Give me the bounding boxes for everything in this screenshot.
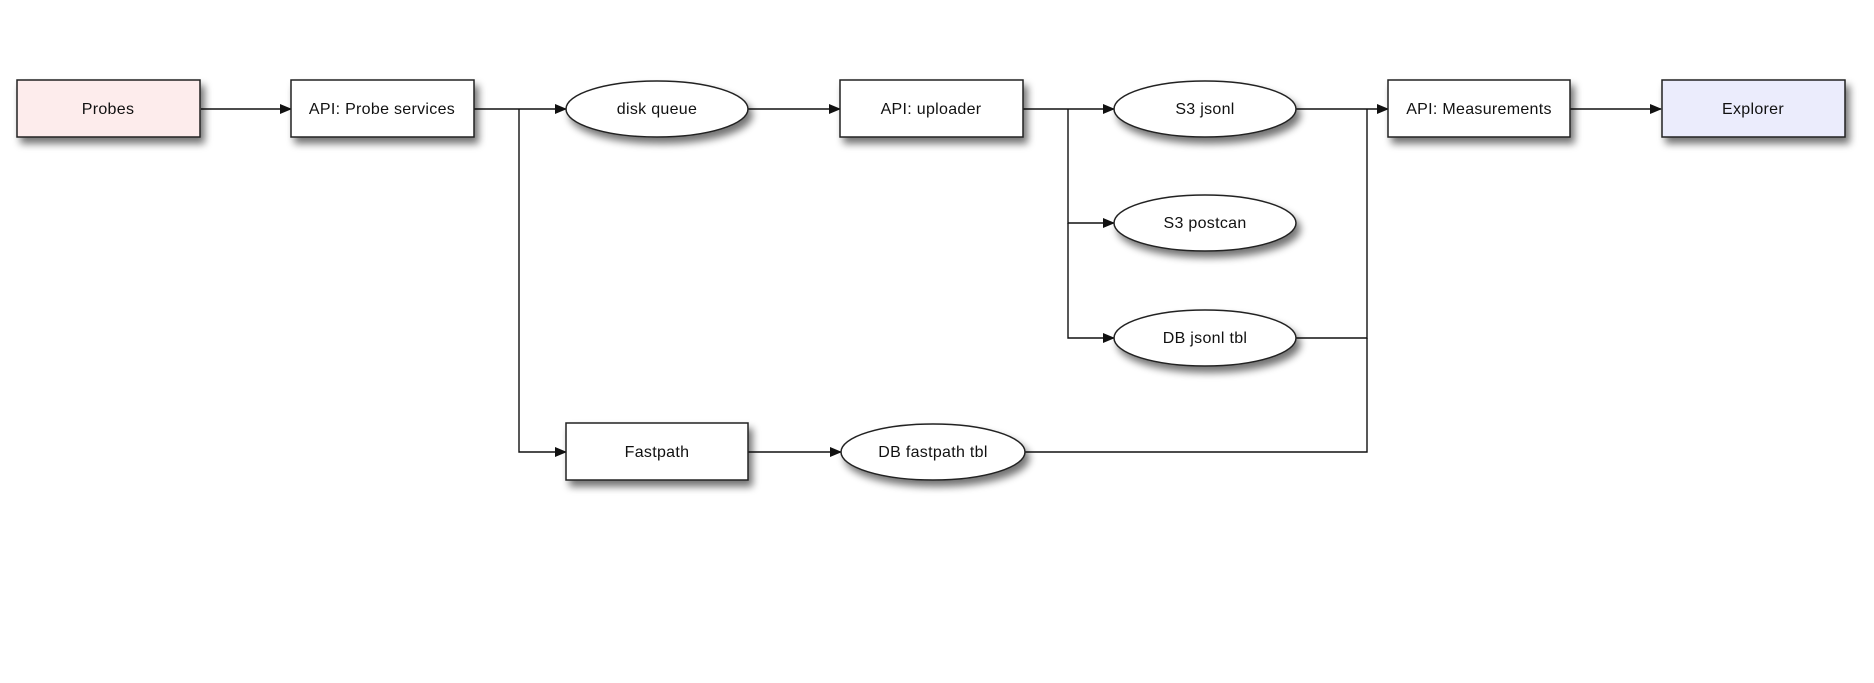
node-api-probe-services-label: API: Probe services	[309, 101, 455, 118]
node-s3-jsonl: S3 jsonl	[1113, 80, 1297, 138]
node-probes: Probes	[16, 79, 201, 138]
node-api-measurements: API: Measurements	[1387, 79, 1571, 138]
node-api-probe-services: API: Probe services	[290, 79, 475, 138]
node-s3-postcan: S3 postcan	[1113, 194, 1297, 252]
node-fastpath-box	[565, 422, 749, 481]
node-explorer-box	[1661, 79, 1846, 138]
node-s3-jsonl-label: S3 jsonl	[1175, 101, 1234, 118]
node-db-jsonl-tbl-label: DB jsonl tbl	[1163, 330, 1248, 347]
node-disk-queue-ellipse	[565, 80, 749, 138]
node-disk-queue: disk queue	[565, 80, 749, 138]
edge-api-uploader-to-db-jsonl-tbl	[1067, 223, 1115, 343]
node-db-fastpath-tbl: DB fastpath tbl	[840, 423, 1026, 481]
node-fastpath: Fastpath	[565, 422, 749, 481]
node-db-jsonl-tbl-ellipse	[1113, 309, 1297, 367]
node-db-fastpath-tbl-ellipse	[840, 423, 1026, 481]
node-explorer-label: Explorer	[1722, 101, 1784, 118]
edge-db-jsonl-tbl-to-api-measurements	[1296, 109, 1368, 339]
edge-db-fastpath-tbl-to-api-measurements	[1025, 338, 1368, 453]
node-fastpath-label: Fastpath	[625, 444, 690, 461]
node-api-measurements-box	[1387, 79, 1571, 138]
node-api-uploader: API: uploader	[839, 79, 1024, 138]
node-s3-postcan-label: S3 postcan	[1163, 215, 1246, 232]
edges	[201, 104, 1662, 457]
edge-api-probe-services-to-fastpath	[518, 109, 567, 457]
edge-api-uploader-to-s3-postcan	[1067, 109, 1115, 228]
node-s3-postcan-ellipse	[1113, 194, 1297, 252]
node-probes-label: Probes	[82, 101, 135, 118]
node-api-uploader-box	[839, 79, 1024, 138]
nodes: Probes API: Probe services disk queue AP…	[16, 79, 1846, 481]
node-s3-jsonl-ellipse	[1113, 80, 1297, 138]
node-api-uploader-label: API: uploader	[881, 101, 982, 118]
node-api-probe-services-box	[290, 79, 475, 138]
node-api-measurements-label: API: Measurements	[1406, 101, 1552, 118]
node-db-fastpath-tbl-label: DB fastpath tbl	[878, 444, 987, 461]
node-db-jsonl-tbl: DB jsonl tbl	[1113, 309, 1297, 367]
node-probes-box	[16, 79, 201, 138]
node-disk-queue-label: disk queue	[617, 101, 697, 118]
node-explorer: Explorer	[1661, 79, 1846, 138]
